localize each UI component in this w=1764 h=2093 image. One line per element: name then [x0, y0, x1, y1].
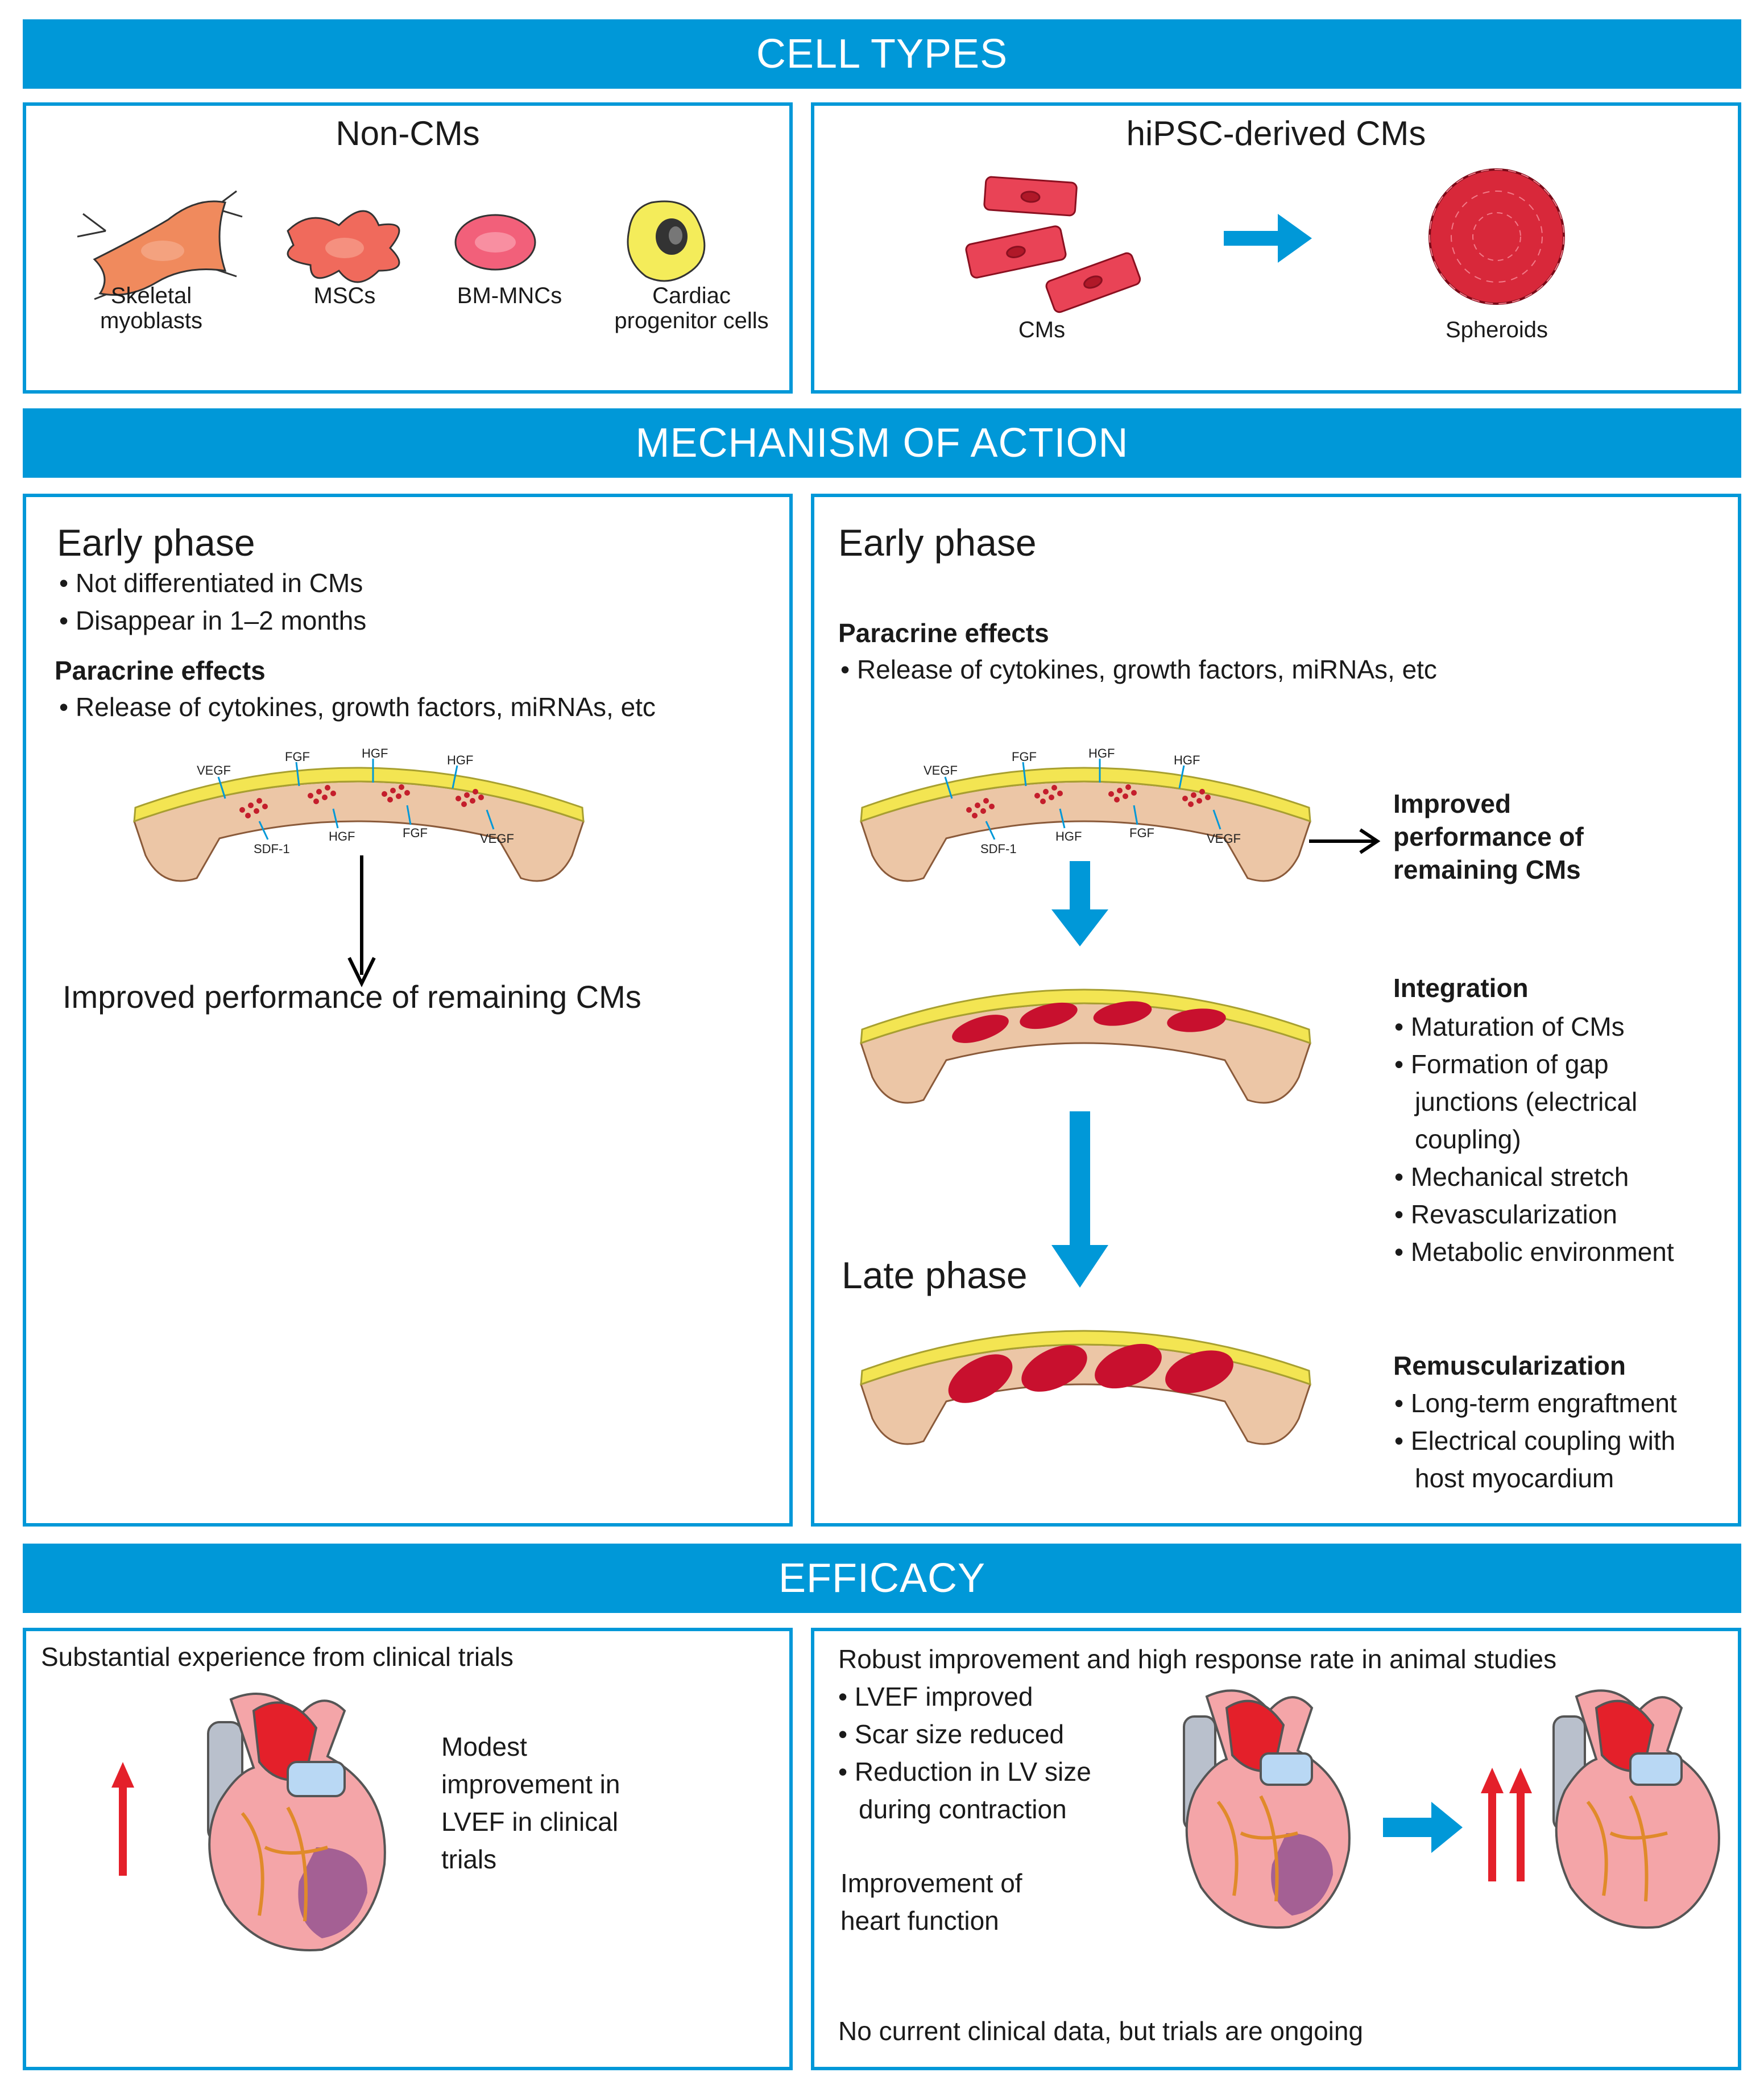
- factor-label-bottom: FGF: [1129, 826, 1154, 840]
- factor-label-top: FGF: [285, 750, 310, 764]
- factor-label-top: HGF: [362, 746, 388, 760]
- banner-cell-types: CELL TYPES: [23, 19, 1741, 89]
- right-arrow-blue-icon: [1383, 1802, 1463, 1853]
- efficacy-right-title: Robust improvement and high response rat…: [838, 1644, 1557, 1674]
- left-bullet-2: • Disappear in 1–2 months: [59, 606, 367, 635]
- improved-performance-label: Improved performance of remaining CMs: [1393, 789, 1584, 884]
- left-paracrine-bullet: • Release of cytokines, growth factors, …: [59, 692, 656, 722]
- hipsc-title: hiPSC-derived CMs: [1126, 114, 1426, 152]
- banner-efficacy: EFFICACY: [23, 1544, 1741, 1613]
- cell-label-bm-mnc: BM-MNCs: [457, 283, 562, 308]
- right-paracrine-bullet: • Release of cytokines, growth factors, …: [840, 655, 1437, 684]
- factor-label-top: HGF: [1174, 753, 1200, 767]
- up-arrow-red-icon: [111, 1762, 134, 1876]
- integration-list: • Maturation of CMs • Formation of gap j…: [1394, 1012, 1674, 1267]
- myocardium-remuscularization-illustration: [860, 1330, 1311, 1445]
- remuscularization-title: Remuscularization: [1393, 1351, 1626, 1380]
- panel-hipsc-cms: hiPSC-derived CMs CMs Spheroids: [811, 102, 1741, 394]
- spheroid-icon: [1428, 168, 1565, 305]
- panel-mechanism-hipsc: Early phase Paracrine effects • Release …: [811, 494, 1741, 1527]
- factor-label-bottom: FGF: [403, 826, 428, 840]
- cell-label-msc: MSCs: [313, 283, 376, 308]
- down-arrow-blue-icon: [1051, 861, 1108, 946]
- remuscularization-list: • Long-term engraftment • Electrical cou…: [1394, 1388, 1677, 1493]
- factor-label-bottom: SDF-1: [254, 842, 290, 856]
- non-cm-cells-illustration: [77, 190, 706, 300]
- factor-label-bottom: VEGF: [1207, 832, 1241, 846]
- efficacy-right-footer: No current clinical data, but trials are…: [838, 2016, 1364, 2046]
- efficacy-right-bullets: • LVEF improved • Scar size reduced • Re…: [838, 1682, 1091, 1824]
- right-arrow-black-icon: [1309, 828, 1381, 854]
- left-early-phase-heading: Early phase: [57, 522, 255, 564]
- left-paracrine-title: Paracrine effects: [55, 656, 266, 685]
- cms-label: CMs: [1018, 317, 1066, 342]
- cardiac-progenitor-cell: [627, 200, 706, 282]
- skeletal-myoblast-cell: [77, 190, 243, 300]
- bm-mnc-cell: [454, 214, 536, 271]
- efficacy-left-title: Substantial experience from clinical tri…: [41, 1642, 514, 1672]
- myocardium-paracrine-illustration-right: VEGF FGF HGF HGF SDF-1 HGF FGF VEGF: [860, 746, 1311, 882]
- double-up-arrow-red-icon: [1481, 1768, 1532, 1881]
- banner-mechanism: MECHANISM OF ACTION: [23, 408, 1741, 478]
- late-phase-heading: Late phase: [842, 1254, 1028, 1296]
- factor-label-top: FGF: [1012, 750, 1037, 764]
- down-arrow-icon: [347, 855, 376, 987]
- efficacy-left-text: Modest improvement in LVEF in clinical t…: [441, 1732, 620, 1874]
- right-paracrine-title: Paracrine effects: [838, 618, 1049, 648]
- heart-icon: [207, 1693, 386, 1951]
- myocardium-paracrine-illustration-left: VEGF FGF HGF HGF SDF-1 HGF FGF VEGF: [133, 746, 585, 882]
- left-result-text: Improved performance of remaining CMs: [63, 979, 641, 1015]
- factor-label-bottom: HGF: [1055, 829, 1082, 843]
- heart-function-text: Improvement of heart function: [840, 1868, 1022, 1935]
- integration-title: Integration: [1393, 973, 1529, 1003]
- factor-label-bottom: SDF-1: [980, 842, 1017, 856]
- heart-after-icon: [1552, 1689, 1720, 1929]
- hipsc-illustration: [965, 168, 1565, 313]
- factor-label-bottom: VEGF: [480, 832, 514, 846]
- heart-before-icon: [1183, 1689, 1351, 1929]
- factor-label-top: HGF: [447, 753, 473, 767]
- myocardium-integration-illustration: [860, 988, 1311, 1104]
- factor-label-top: HGF: [1088, 746, 1115, 760]
- panel-mechanism-non-cms: Early phase • Not differentiated in CMs …: [23, 494, 793, 1527]
- panel-efficacy-hipsc: Robust improvement and high response rat…: [811, 1628, 1741, 2070]
- msc-cell: [287, 210, 400, 283]
- factor-label-bottom: HGF: [329, 829, 355, 843]
- cardiomyocyte-cells: [965, 176, 1141, 313]
- factor-label-top: VEGF: [924, 763, 958, 777]
- spheroids-label: Spheroids: [1445, 317, 1548, 342]
- right-arrow-icon: [1224, 214, 1312, 263]
- non-cms-title: Non-CMs: [336, 114, 480, 152]
- left-bullet-1: • Not differentiated in CMs: [59, 568, 363, 598]
- factor-label-top: VEGF: [197, 763, 231, 777]
- down-arrow-blue-long-icon: [1051, 1111, 1108, 1288]
- right-early-phase-heading: Early phase: [838, 522, 1037, 564]
- panel-efficacy-non-cms: Substantial experience from clinical tri…: [23, 1628, 793, 2070]
